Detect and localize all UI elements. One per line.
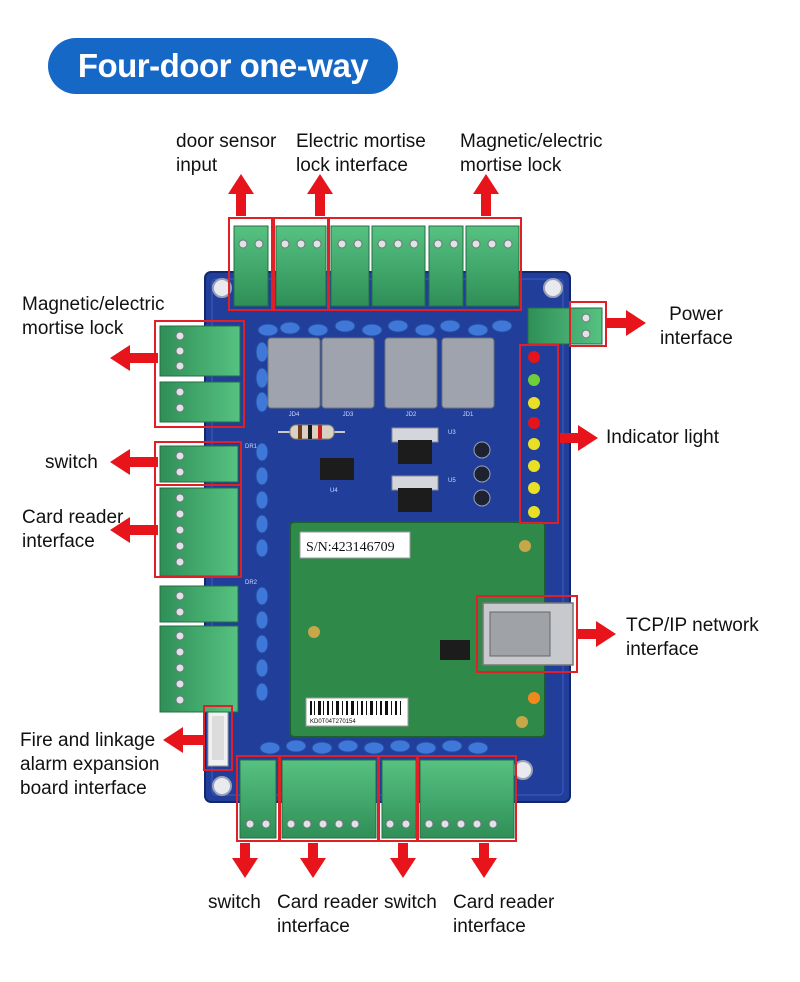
terminal-blocks-top [233, 225, 520, 307]
arrow-left-icon [110, 449, 158, 475]
label-switch-left: switch [45, 452, 98, 473]
highlight-boxes-top [228, 217, 522, 311]
arrow-down-icon [471, 843, 497, 878]
arrow-left-icon [110, 345, 158, 371]
svg-text:U5: U5 [448, 478, 456, 484]
highlight-boxes-bottom [236, 755, 517, 842]
arrow-down-icon [300, 843, 326, 878]
serial-number-label: S/N:423146709 [306, 540, 395, 555]
arrow-up-icon [307, 174, 333, 216]
relay-label: JD3 [343, 412, 354, 418]
label-switch-bottom-1: switch [208, 892, 261, 913]
capacitor-column-left [255, 442, 269, 702]
arrow-right-icon [606, 310, 646, 336]
highlight-indicator-lights [519, 344, 559, 524]
relay-label: JD2 [406, 412, 417, 418]
svg-text:U3: U3 [448, 430, 456, 436]
svg-text:U4: U4 [330, 488, 338, 494]
label-indicator-light: Indicator light [606, 427, 720, 448]
page-title: Four-door one-way [77, 47, 369, 84]
electrolytic-capacitors [473, 441, 491, 507]
arrow-left-icon [110, 517, 158, 543]
barcode-text: KD0T04T270154 [310, 719, 356, 725]
power-terminal [527, 301, 607, 347]
voltage-regulators: U3 U5 [391, 427, 456, 512]
terminal-blocks-bottom [239, 759, 515, 839]
arrows [110, 174, 646, 878]
arrow-up-icon [473, 174, 499, 216]
fire-alarm-connector [207, 709, 229, 767]
arrow-down-icon [232, 843, 258, 878]
highlight-network-port [476, 595, 578, 673]
terminal-blocks-left [159, 325, 241, 713]
label-switch-bottom-2: switch [384, 892, 437, 913]
relay-label: JD1 [463, 412, 474, 418]
reader-label: DR1 [245, 444, 258, 450]
capacitor-row-bottom [259, 739, 489, 755]
reader-label: DR2 [245, 580, 258, 586]
arrow-down-icon [390, 843, 416, 878]
arrow-left-icon [163, 727, 204, 753]
arrow-right-icon [560, 425, 598, 451]
title-pill: Four-door one-way [48, 38, 398, 94]
chip-u4: U4 [320, 458, 354, 494]
rj45-port [482, 602, 574, 666]
arrow-up-icon [228, 174, 254, 216]
resistor [278, 424, 345, 440]
indicator-leds [528, 351, 540, 704]
network-module: S/N:423146709 KD0T04T270154 [289, 521, 546, 738]
relay-group: JD4 JD3 JD2 JD1 [267, 337, 495, 418]
capacitor-row-top [255, 319, 513, 413]
relay-label: JD4 [289, 412, 300, 418]
arrow-right-icon [578, 621, 616, 647]
